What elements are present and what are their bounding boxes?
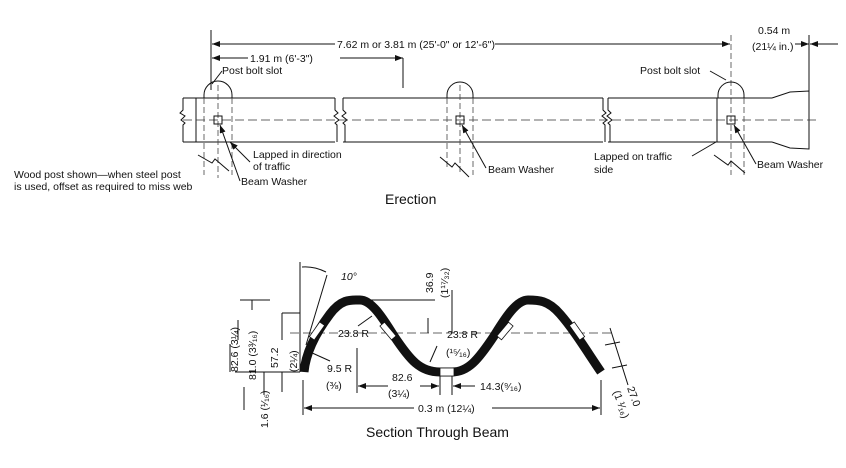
beam-washer-icon [455,115,465,125]
wood-post-note-line2: is used, offset as required to miss web [14,181,193,193]
post-bolt-slot-icon [203,80,233,98]
leader-line [219,124,241,182]
dim-width-label: 0.3 m (12¼) [418,403,475,415]
post-bolt-slot-left-label: Post bolt slot [222,65,282,77]
dim-81-0-label: 81.0 (3³⁄₁₆) [247,331,259,380]
beam-washer-icon [726,115,736,125]
rail-end-flare [771,90,810,150]
dim-lines-27 [604,327,629,386]
lapped-direction-label-2: of traffic [253,161,290,173]
beam-washer-mid-label: Beam Washer [488,164,555,176]
post-left [197,80,233,178]
leader-line [733,124,757,165]
dim-overall-label: 7.62 m or 3.81 m (25'-0" or 12'-6") [337,39,495,51]
leader-line [357,315,373,327]
extension-lines [356,348,453,395]
dim-36-9-label: 36.9 [424,272,436,293]
angle-line [305,274,328,346]
leader-line [429,345,438,363]
section-view: 82.6 (3¼) 81.0 (3³⁄₁₆) 57.2 (2¼) 1.6 (¹⁄… [229,262,643,440]
post-bolt-slot-right-label: Post bolt slot [640,65,700,77]
post-middle [439,81,474,178]
dim-82-6-bottom-inches: (3¼) [388,388,410,400]
radius-9-5-inches: (⅜) [326,380,342,392]
dim-82-6-bottom-label: 82.6 [392,372,413,384]
dim-36-9-inches: (1¹⁷⁄₃₂) [439,268,451,298]
radius-23-8-left: 23.8 R [338,328,369,340]
leader-line [229,141,251,163]
post-bolt-slot-icon [717,81,745,98]
beam-washer-icon [213,115,223,125]
angle-arc [301,266,327,273]
leader-line [211,70,223,85]
post-break-icon [713,154,746,174]
section-title: Section Through Beam [366,424,509,440]
wood-post-note-line1: Wood post shown—when steel post [14,169,181,181]
break-line [179,98,186,142]
break-line [601,98,613,142]
dim-1-6-label: 1.6 (¹⁄₁₆) [259,390,271,428]
leader-line [691,141,717,157]
radius-23-8-inches: (¹⁵⁄₁₆) [446,347,470,359]
leader-line [309,351,331,362]
dim-end-label: 0.54 m [758,25,790,37]
dim-lines-369 [360,290,453,333]
erection-title: Erection [385,191,436,207]
lapped-traffic-label-2: side [594,164,613,176]
radius-23-8-right: 23.8 R [447,329,478,341]
erection-view: 7.62 m or 3.81 m (25'-0" or 12'-6") 1.91… [14,25,838,207]
dim-14-3-label: 14.3(⁹⁄₁₆) [480,381,521,393]
beam-washer-left-label: Beam Washer [241,176,308,188]
break-line [333,98,348,142]
dim-end-inches: (21¼ in.) [752,41,793,53]
angle-label: 10° [341,271,357,283]
post-break-icon [439,156,470,178]
dim-post-label: 1.91 m (6'-3") [250,53,313,65]
post-break-icon [197,154,230,172]
post-bolt-slot-icon [446,81,474,98]
leader-line [461,124,487,169]
radius-9-5-label: 9.5 R [327,363,353,375]
extension-lines [302,380,602,415]
leader-line [709,70,727,81]
lapped-traffic-label: Lapped on traffic [594,151,672,163]
dim-lines-left [229,299,300,410]
dim-57-2-label: 57.2 [269,347,281,368]
beam-hatch-marks [308,321,586,377]
dim-82-6-label: 82.6 (3¼) [229,327,241,372]
post-right [713,81,746,175]
dim-57-2-inches: (2¼) [288,350,300,372]
lapped-direction-label: Lapped in direction [253,149,342,161]
beam-washer-right-label: Beam Washer [757,159,824,171]
